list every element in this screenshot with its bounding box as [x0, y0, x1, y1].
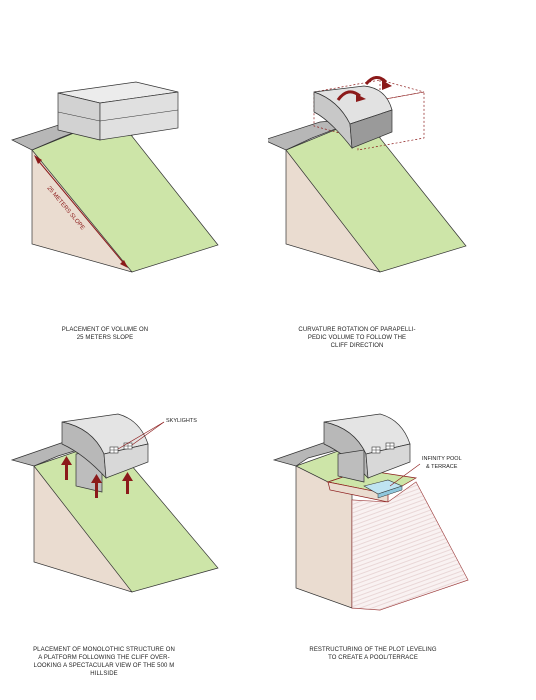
panel-volume-placement: 25 METERS SLOPE PLACEMENT OF VOLUME ON 2… [0, 0, 268, 350]
diagram-volume-on-slope: 25 METERS SLOPE [11, 81, 219, 273]
rotation-arrow-right [364, 76, 388, 86]
skylight-callout-line [131, 421, 165, 446]
slope-dimension-arrow [35, 157, 127, 267]
pool-callout-line [389, 463, 421, 487]
skylights-label: SKYLIGHTS [166, 418, 197, 424]
caption-panel-4: RESTRUCTURING OF THE PLOT LEVELING TO CR… [288, 646, 458, 662]
caption-line: TO CREATE A POOL/TERRACE [328, 655, 418, 661]
caption-panel-2: CURVATURE ROTATION OF PARAPELLI- PEDIC V… [272, 326, 442, 350]
diagram-monolithic: SKYLIGHTS [10, 413, 219, 593]
caption-line: HILLSIDE [90, 671, 118, 677]
volume-floor-line [99, 109, 179, 122]
dimension-arrowhead-bottom [120, 260, 128, 268]
caption-line: PLACEMENT OF MONOLOTHIC STRUCTURE ON [33, 647, 175, 653]
skylight-window [109, 446, 119, 454]
caption-line: CURVATURE ROTATION OF PARAPELLI- [298, 327, 416, 333]
lift-arrow-up-icon [61, 456, 72, 480]
rotation-arrow-left [336, 90, 361, 101]
caption-line: A PLATFORM FOLLOWING THE CLIFF OVER- [38, 655, 170, 661]
caption-line: PEDIC VOLUME TO FOLLOW THE [307, 335, 407, 341]
caption-line: RESTRUCTURING OF THE PLOT LEVELING [309, 647, 437, 653]
skylight-window [123, 442, 133, 450]
stepped-slope-bg [352, 482, 468, 610]
caption-line: CLIFF DIRECTION [330, 343, 384, 349]
dimension-arrowhead-top [34, 155, 42, 164]
diagram-rotation [268, 76, 467, 273]
platform-plinth [337, 449, 365, 483]
curved-volume-end [349, 109, 393, 149]
skylight-window [371, 446, 381, 454]
caption-line: PLACEMENT OF VOLUME ON [61, 327, 149, 333]
caption-panel-3: PLACEMENT OF MONOLOTHIC STRUCTURE ON A P… [14, 646, 194, 678]
lift-arrow-up-icon [91, 474, 102, 498]
panel-curvature-rotation: CURVATURE ROTATION OF PARAPELLI- PEDIC V… [268, 0, 536, 350]
pool-label-line: INFINITY POOL [422, 456, 462, 462]
rotation-arrowhead [356, 94, 366, 102]
caption-panel-1: PLACEMENT OF VOLUME ON 25 METERS SLOPE [20, 326, 190, 342]
rotation-arrowhead [382, 80, 392, 90]
pool-label-line: & TERRACE [426, 464, 458, 470]
volume-floor-line [57, 111, 101, 122]
panel-monolithic-structure: SKYLIGHTS PLACEMENT OF MONOLOTHIC STRUCT… [0, 350, 268, 700]
ghost-volume-dashed [313, 79, 425, 151]
volume-side [99, 91, 179, 141]
caption-line: LOOKING A SPECTACULAR VIEW OF THE 500 M [33, 663, 175, 669]
diagram-pool-terrace: INFINITY POOL & TERRACE [272, 413, 469, 611]
skylight-window [385, 442, 395, 450]
caption-line: 25 METERS SLOPE [76, 335, 134, 341]
panel-plot-leveling: INFINITY POOL & TERRACE RESTRUCTURING OF… [268, 350, 536, 700]
lift-arrow-up-icon [122, 472, 133, 494]
skylight-callout-line [117, 421, 165, 450]
pool-edge [377, 485, 403, 499]
